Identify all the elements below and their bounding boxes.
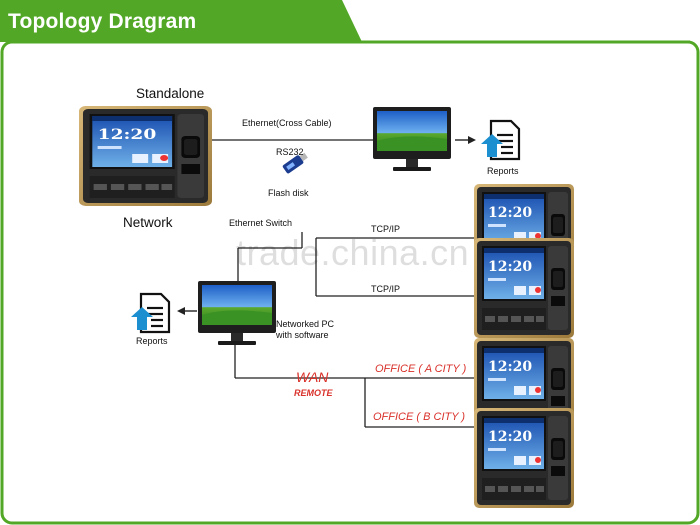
reports-label-top: Reports <box>487 166 519 176</box>
watermark: trade.china.cn <box>236 232 470 273</box>
network-label: Network <box>123 215 173 230</box>
flash-disk-icon <box>282 152 308 174</box>
title-tab <box>0 0 362 42</box>
ethernet-cross-cable-label: Ethernet(Cross Cable) <box>242 118 332 128</box>
ethernet-switch-label: Ethernet Switch <box>229 218 293 228</box>
office-a-label: OFFICE ( A CITY ) <box>375 363 467 375</box>
connection-lines <box>210 139 474 428</box>
office-b-label: OFFICE ( B CITY ) <box>373 411 466 423</box>
arrow-to-reports-left <box>177 307 197 315</box>
office-b-terminal <box>474 408 574 508</box>
remote-label: REMOTE <box>294 388 333 398</box>
wan-label: WAN <box>296 369 329 385</box>
network-terminal-2 <box>474 238 574 338</box>
networked-pc-label-line1: Networked PC <box>276 319 335 329</box>
standalone-label: Standalone <box>136 86 205 101</box>
standalone-terminal <box>79 106 213 206</box>
reports-label-left: Reports <box>136 336 168 346</box>
page-title: Topology Dragram <box>8 10 197 33</box>
rs232-label: RS232 <box>276 147 304 157</box>
networked-pc-label-line2: with software <box>276 330 329 340</box>
flash-disk-label: Flash disk <box>268 188 309 198</box>
arrow-to-reports-top <box>455 136 476 144</box>
tcpip-label-1: TCP/IP <box>371 224 401 234</box>
tcpip-label-2: TCP/IP <box>371 284 401 294</box>
